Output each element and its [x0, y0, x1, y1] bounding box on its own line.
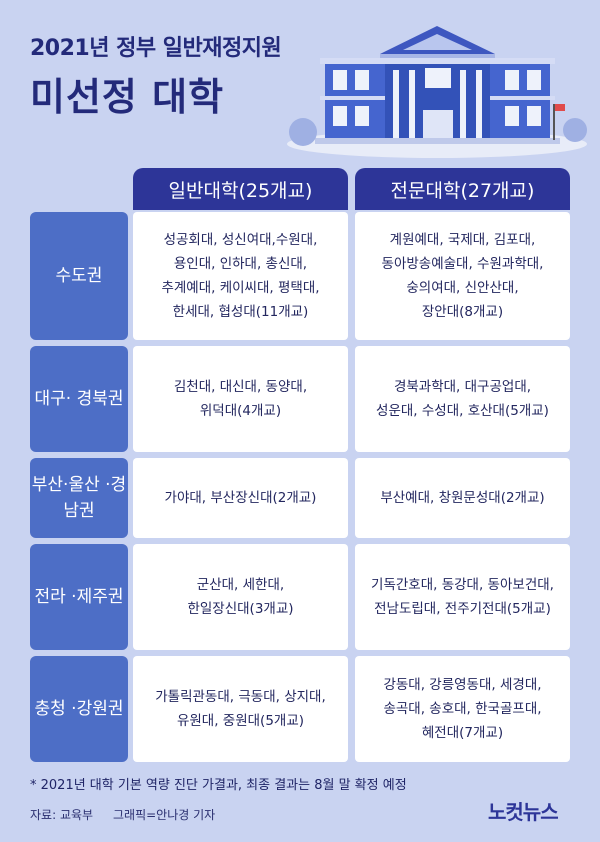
- nocut-news-logo: 노컷뉴스: [488, 800, 559, 824]
- region-label: 대구· 경북권: [30, 346, 128, 452]
- region-label: 부산·울산 ·경남권: [30, 458, 128, 538]
- region-label: 수도권: [30, 212, 128, 340]
- column-header-college: 전문대학(27개교): [355, 168, 570, 210]
- region-label: 전라 ·제주권: [30, 544, 128, 650]
- column-header-general: 일반대학(25개교): [133, 168, 348, 210]
- title-line-2: 미선정 대학: [30, 75, 225, 119]
- graphic-credit: 그래픽=안나경 기자: [113, 808, 216, 822]
- university-building-icon: [287, 26, 587, 158]
- source-label: 자료: 교육부: [30, 808, 94, 822]
- title-line-1: 2021년 정부 일반재정지원: [30, 36, 282, 61]
- table-cell-general: 군산대, 세한대, 한일장신대(3개교): [133, 544, 348, 650]
- table-cell-college: 계원예대, 국제대, 김포대, 동아방송예술대, 수원과학대, 숭의여대, 신안…: [355, 212, 570, 340]
- table-cell-general: 김천대, 대신대, 동양대, 위덕대(4개교): [133, 346, 348, 452]
- table-cell-college: 부산예대, 창원문성대(2개교): [355, 458, 570, 538]
- region-label: 충청 ·강원권: [30, 656, 128, 762]
- table-cell-college: 기독간호대, 동강대, 동아보건대, 전남도립대, 전주기전대(5개교): [355, 544, 570, 650]
- footnote: * 2021년 대학 기본 역량 진단 가결과, 최종 결과는 8월 말 확정 …: [30, 778, 407, 793]
- table-cell-general: 성공회대, 성신여대,수원대, 용인대, 인하대, 총신대, 추계예대, 케이씨…: [133, 212, 348, 340]
- table-cell-general: 가야대, 부산장신대(2개교): [133, 458, 348, 538]
- table-cell-college: 경북과학대, 대구공업대, 성운대, 수성대, 호산대(5개교): [355, 346, 570, 452]
- table-cell-general: 가톨릭관동대, 극동대, 상지대, 유원대, 중원대(5개교): [133, 656, 348, 762]
- table-cell-college: 강동대, 강릉영동대, 세경대, 송곡대, 송호대, 한국골프대, 혜전대(7개…: [355, 656, 570, 762]
